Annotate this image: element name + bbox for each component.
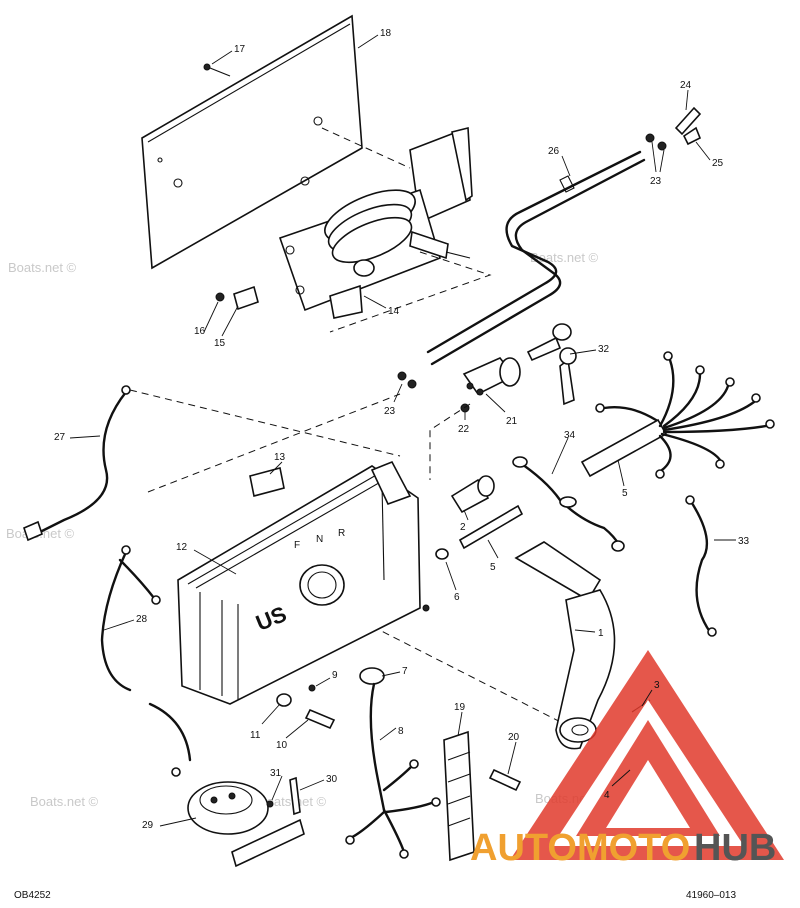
- callout-23-lower: 23: [384, 406, 396, 417]
- callout-5-harness: 5: [622, 488, 628, 499]
- shift-mechanism: [278, 126, 473, 319]
- callout-25: 25: [712, 158, 724, 169]
- diagram-code-right: 41960–013: [686, 890, 736, 901]
- watermark: Boats.net ©: [8, 260, 77, 275]
- horn-nut: [266, 800, 274, 808]
- cable-end-cap: [682, 126, 702, 146]
- trim-leads: [100, 545, 192, 777]
- control-handle: [514, 541, 616, 750]
- neutral-switch: [450, 475, 495, 514]
- trim-harness: [345, 682, 441, 859]
- callout-10: 10: [276, 740, 288, 751]
- rev-marking: R: [338, 528, 345, 539]
- callout-14: 14: [388, 306, 400, 317]
- horn-screw: [289, 776, 301, 816]
- callout-32: 32: [598, 344, 610, 355]
- neutral-marking: N: [316, 534, 323, 545]
- dashed-guide: [429, 403, 471, 480]
- callout-29: 29: [142, 820, 154, 831]
- jumper-wire: [685, 495, 717, 637]
- callout-2: 2: [460, 522, 466, 533]
- callout-9: 9: [332, 670, 338, 681]
- control-cables: [426, 150, 646, 366]
- grommet: [359, 667, 385, 685]
- warning-horn: [187, 781, 305, 868]
- terminal-block: [443, 730, 475, 862]
- ignition-switch: [462, 357, 521, 396]
- dashed-guide: [329, 251, 492, 333]
- callout-28: 28: [136, 614, 148, 625]
- callout-3: 3: [654, 680, 660, 691]
- callout-leaders: [69, 34, 736, 827]
- watermark: Boats.net ©: [30, 794, 99, 809]
- nuts: [397, 133, 667, 389]
- callout-24: 24: [680, 80, 692, 91]
- wiring-harness: [580, 351, 775, 479]
- callout-21: 21: [506, 416, 518, 427]
- callout-6: 6: [454, 592, 460, 603]
- control-box: F N R US: [177, 460, 430, 705]
- rod: [458, 504, 524, 550]
- callout-23-upper: 23: [650, 176, 662, 187]
- callout-27: 27: [54, 432, 66, 443]
- callout-labels: 1 2 3 4 5 5 6 7 8 9 10 11 12 13 14 15 16…: [54, 28, 750, 831]
- callout-12: 12: [176, 542, 188, 553]
- callout-26: 26: [548, 146, 560, 157]
- callout-22: 22: [458, 424, 470, 435]
- callout-30: 30: [326, 774, 338, 785]
- callout-5-rod: 5: [490, 562, 496, 573]
- washer: [215, 292, 225, 302]
- callout-17: 17: [234, 44, 246, 55]
- dashed-guide: [147, 393, 401, 493]
- callout-31: 31: [270, 768, 282, 779]
- washer: [435, 548, 449, 560]
- diagram-code-left: OB4252: [14, 890, 51, 901]
- bracket-clip: [233, 285, 259, 311]
- callout-11: 11: [250, 730, 261, 741]
- mounting-plate: [141, 14, 363, 270]
- callout-18: 18: [380, 28, 392, 39]
- keys: [526, 323, 577, 406]
- dashed-guide: [129, 389, 401, 457]
- callout-8: 8: [398, 726, 404, 737]
- callout-4: 4: [604, 790, 610, 801]
- callout-20: 20: [508, 732, 520, 743]
- screw: [203, 63, 231, 77]
- callout-13: 13: [274, 452, 286, 463]
- ground-lead: [23, 385, 131, 542]
- automotohub-logo: AUTOMOTO HUB: [470, 650, 784, 869]
- callout-19: 19: [454, 702, 466, 713]
- callout-15: 15: [214, 338, 226, 349]
- clip: [249, 467, 285, 497]
- callout-1: 1: [598, 628, 604, 639]
- callout-33: 33: [738, 536, 750, 547]
- screw: [308, 684, 316, 692]
- lanyard: [512, 456, 625, 552]
- logo-text-part2: HUB: [694, 827, 776, 869]
- fwd-marking: F: [294, 540, 300, 551]
- washer: [276, 693, 292, 707]
- logo-text-part1: AUTOMOTO: [470, 827, 690, 869]
- cable-end-pin: [674, 106, 702, 136]
- bolt: [488, 768, 522, 792]
- dashed-guide: [321, 127, 411, 169]
- callout-34: 34: [564, 430, 576, 441]
- bolt: [304, 708, 336, 730]
- callout-7: 7: [402, 666, 408, 677]
- callout-16: 16: [194, 326, 206, 337]
